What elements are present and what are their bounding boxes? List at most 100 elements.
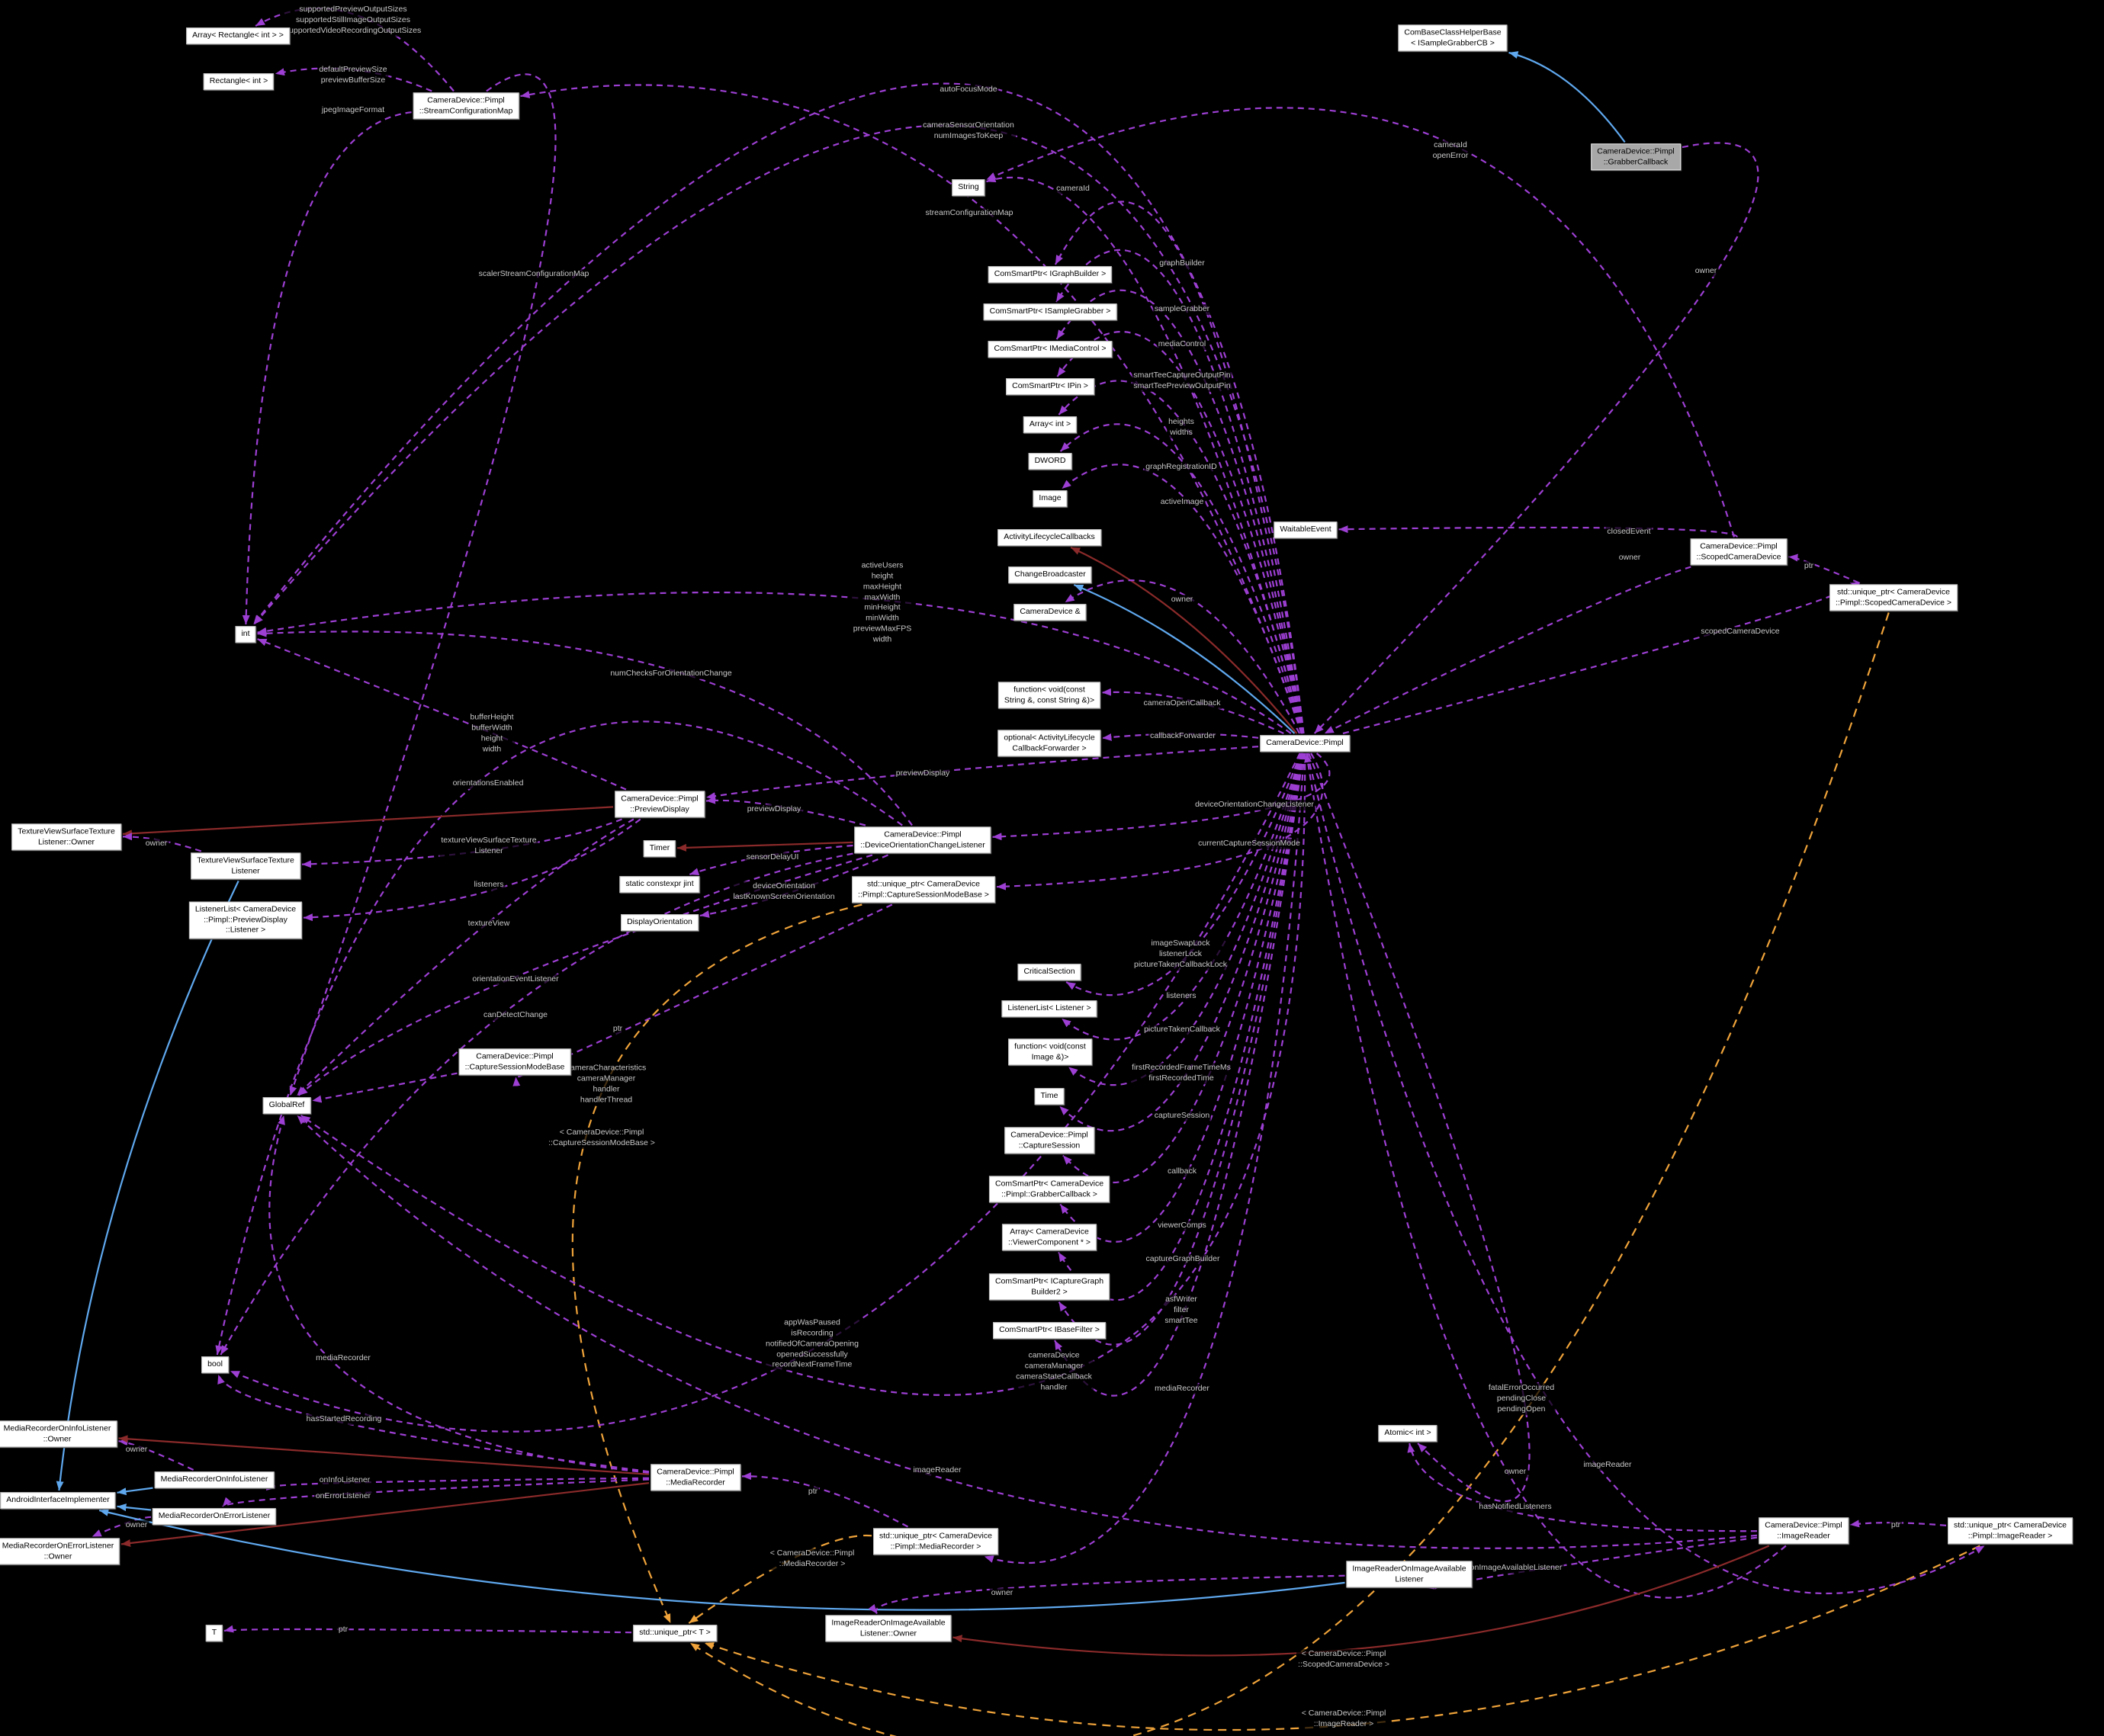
node-csp-gc[interactable]: ComSmartPtr< CameraDevice ::Pimpl::Grabb…	[988, 1176, 1110, 1203]
node-arr-vc[interactable]: Array< CameraDevice ::ViewerComponent * …	[1001, 1224, 1097, 1251]
node-mroil[interactable]: MediaRecorderOnInfoListener	[154, 1471, 275, 1488]
node-tvstl[interactable]: TextureViewSurfaceTexture Listener	[191, 852, 300, 880]
node-camdev-ref[interactable]: CameraDevice &	[1013, 604, 1087, 621]
node-pd[interactable]: CameraDevice::Pimpl ::PreviewDisplay	[615, 791, 705, 818]
node-combase[interactable]: ComBaseClassHelperBase < ISampleGrabberC…	[1398, 24, 1508, 52]
node-cb[interactable]: ChangeBroadcaster	[1008, 566, 1092, 583]
node-globalref[interactable]: GlobalRef	[262, 1097, 311, 1114]
edge-ir-to-iroial	[1425, 1536, 1758, 1590]
edge-tvstl-to-tvstl-owner	[122, 833, 202, 852]
node-alc[interactable]: ActivityLifecycleCallbacks	[997, 529, 1101, 546]
node-csp-icgb[interactable]: ComSmartPtr< ICaptureGraph Builder2 >	[988, 1273, 1110, 1301]
edge-docl-to-globalref	[297, 854, 873, 1096]
edge-pimpl-to-int	[253, 124, 1305, 734]
edge-uptr-csmb-to-csmb	[512, 903, 893, 1086]
edge-ir-to-atomic	[1407, 1442, 1758, 1532]
edge-pimpl-to-fn-img	[1068, 752, 1303, 1086]
node-bool[interactable]: bool	[201, 1356, 229, 1373]
edge-pimpl-to-camdev-ref	[1065, 579, 1301, 734]
edge-pimpl-to-csp-gc	[1059, 752, 1304, 1243]
edge-uptr-scd-to-scd	[1788, 554, 1860, 584]
node-atomic[interactable]: Atomic< int >	[1378, 1425, 1437, 1442]
node-csp-ipin[interactable]: ComSmartPtr< IPin >	[1006, 378, 1094, 395]
edge-pimpl-to-bool	[230, 752, 1301, 1433]
node-uptr-csmb[interactable]: std::unique_ptr< CameraDevice ::Pimpl::C…	[852, 876, 995, 903]
edge-csmb-to-globalref	[312, 1072, 458, 1103]
node-timer[interactable]: Timer	[643, 840, 676, 857]
node-dword[interactable]: DWORD	[1028, 453, 1072, 470]
edge-mroil-to-mroil-owner	[118, 1438, 194, 1471]
node-opt-alcf[interactable]: optional< ActivityLifecycle CallbackForw…	[997, 730, 1101, 757]
edge-mr-to-mroil	[265, 1477, 650, 1491]
edge-pimpl-to-arr-vc	[1058, 752, 1304, 1301]
edge-pimpl-to-arr-int	[1058, 380, 1303, 734]
node-ll-pd[interactable]: ListenerList< CameraDevice ::Pimpl::Prev…	[188, 901, 303, 939]
node-we[interactable]: WaitableEvent	[1274, 521, 1338, 538]
edge-docl-to-bool	[215, 720, 903, 1356]
node-t[interactable]: T	[205, 1625, 223, 1641]
node-iroial-owner[interactable]: ImageReaderOnImageAvailable Listener::Ow…	[825, 1615, 952, 1642]
node-iroial[interactable]: ImageReaderOnImageAvailable Listener	[1346, 1561, 1473, 1588]
node-csp-imc[interactable]: ComSmartPtr< IMediaControl >	[988, 341, 1113, 358]
node-csp-ibf[interactable]: ComSmartPtr< IBaseFilter >	[993, 1322, 1106, 1339]
node-jint[interactable]: static constexpr jint	[619, 876, 700, 893]
edge-uptr-mr-to-mr	[741, 1472, 909, 1528]
node-arr-int[interactable]: Array< int >	[1023, 416, 1078, 433]
edge-scm-to-arr-rect	[255, 7, 455, 92]
edge-ir-to-iroial-owner	[952, 1545, 1770, 1657]
node-scm[interactable]: CameraDevice::Pimpl ::StreamConfiguratio…	[413, 92, 519, 120]
node-ir[interactable]: CameraDevice::Pimpl ::ImageReader	[1759, 1517, 1849, 1545]
node-csp-igraph[interactable]: ComSmartPtr< IGraphBuilder >	[988, 266, 1113, 283]
edge-pimpl-to-alc	[1070, 547, 1298, 734]
edge-uptr-ir-to-uptr-t	[704, 1545, 1980, 1731]
edge-mroil-to-aii	[117, 1487, 153, 1496]
node-critsec[interactable]: CriticalSection	[1017, 964, 1081, 980]
edge-pimpl-to-atomic	[1308, 752, 1531, 1503]
node-ll-listener[interactable]: ListenerList< Listener >	[1001, 1000, 1097, 1017]
edge-pimpl-to-pd	[705, 746, 1259, 801]
edge-mroel-to-aii	[117, 1503, 152, 1512]
edge-scd-to-string	[986, 107, 1736, 537]
node-time[interactable]: Time	[1034, 1088, 1065, 1105]
node-mroel-owner[interactable]: MediaRecorderOnErrorListener ::Owner	[0, 1538, 120, 1565]
node-mroil-owner[interactable]: MediaRecorderOnInfoListener ::Owner	[0, 1420, 117, 1448]
edge-iroial-to-iroial-owner	[868, 1574, 1345, 1615]
edge-pimpl-to-docl	[992, 752, 1331, 841]
edge-pimpl-to-csp-isg	[1055, 249, 1304, 734]
node-rect-int[interactable]: Rectangle< int >	[203, 73, 275, 90]
node-mroel[interactable]: MediaRecorderOnErrorListener	[152, 1508, 277, 1525]
node-fn-str[interactable]: function< void(const String &, const Str…	[997, 682, 1101, 709]
node-grabcb[interactable]: CameraDevice::Pimpl ::GrabberCallback	[1591, 143, 1681, 171]
edge-pimpl-to-capsess	[1062, 752, 1304, 1184]
edge-pimpl-to-dword	[1059, 423, 1303, 734]
node-docl[interactable]: CameraDevice::Pimpl ::DeviceOrientationC…	[854, 826, 991, 854]
node-uptr-t[interactable]: std::unique_ptr< T >	[633, 1625, 717, 1641]
node-mr[interactable]: CameraDevice::Pimpl ::MediaRecorder	[650, 1464, 740, 1491]
edge-scd-to-pimpl	[1324, 566, 1691, 734]
node-dispo[interactable]: DisplayOrientation	[621, 914, 699, 931]
edge-grabcb-to-pimpl	[1313, 142, 1759, 734]
node-uptr-ir[interactable]: std::unique_ptr< CameraDevice ::Pimpl::I…	[1948, 1517, 2073, 1545]
node-csp-isg[interactable]: ComSmartPtr< ISampleGrabber >	[983, 303, 1117, 320]
node-scd[interactable]: CameraDevice::Pimpl ::ScopedCameraDevice	[1690, 538, 1788, 566]
node-string[interactable]: String	[952, 179, 985, 196]
edge-iroial-to-aii	[98, 1508, 1345, 1611]
edge-docl-to-timer	[676, 841, 853, 852]
node-uptr-scd[interactable]: std::unique_ptr< CameraDevice ::Pimpl::S…	[1829, 584, 1958, 611]
node-uptr-mr[interactable]: std::unique_ptr< CameraDevice ::Pimpl::M…	[873, 1528, 998, 1555]
edge-pimpl-to-image	[1061, 464, 1303, 734]
node-arr-rect[interactable]: Array< Rectangle< int > >	[186, 27, 290, 44]
node-image[interactable]: Image	[1033, 490, 1068, 507]
node-aii[interactable]: AndroidInterfaceImplementer	[0, 1492, 116, 1509]
edge-uptr-t-to-t	[223, 1625, 632, 1634]
edge-pimpl-to-csp-imc	[1055, 289, 1304, 734]
node-tvstl-owner[interactable]: TextureViewSurfaceTexture Listener::Owne…	[11, 823, 121, 851]
edge-scm-to-globalref	[289, 73, 557, 1096]
node-csmb[interactable]: CameraDevice::Pimpl ::CaptureSessionMode…	[458, 1048, 571, 1076]
node-capsess[interactable]: CameraDevice::Pimpl ::CaptureSession	[1004, 1127, 1094, 1154]
node-fn-img[interactable]: function< void(const Image &)>	[1008, 1038, 1092, 1066]
node-pimpl[interactable]: CameraDevice::Pimpl	[1260, 735, 1350, 752]
edge-uptr-csmb-to-uptr-t	[571, 903, 862, 1624]
node-int[interactable]: int	[235, 626, 256, 643]
